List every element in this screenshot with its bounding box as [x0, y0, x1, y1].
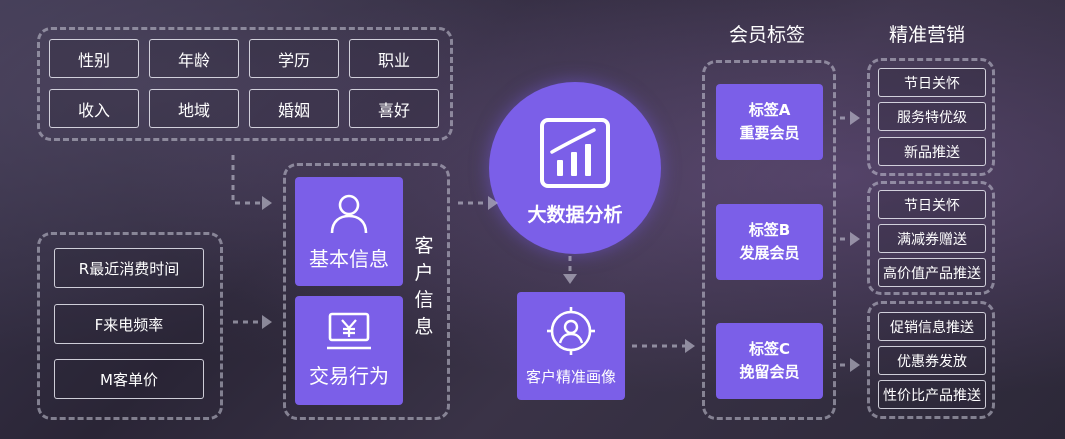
rfm-tag: F来电频率 [54, 304, 204, 344]
attribute-tag: 年龄 [149, 39, 239, 78]
member-tag-name: 重要会员 [739, 124, 800, 142]
marketing-frame-2 [867, 181, 995, 295]
marketing-item: 节日关怀 [878, 68, 986, 97]
attribute-tag: 性别 [49, 39, 139, 78]
marketing-item: 服务特优级 [878, 102, 986, 131]
attribute-tag: 喜好 [349, 89, 439, 128]
marketing-item: 新品推送 [878, 137, 986, 166]
marketing-item: 节日关怀 [878, 190, 986, 219]
rfm-frame [37, 232, 223, 420]
marketing-item: 促销信息推送 [878, 312, 986, 341]
yen-monitor-icon [327, 312, 371, 350]
member-tag-card: 标签B 发展会员 [716, 204, 823, 280]
rfm-tag: M客单价 [54, 359, 204, 399]
attribute-tag: 收入 [49, 89, 139, 128]
attribute-tag: 婚姻 [249, 89, 339, 128]
bar-chart-trend-icon [540, 117, 610, 188]
person-icon [330, 194, 368, 234]
member-tag-name: 发展会员 [739, 244, 800, 262]
transaction-card: 交易行为 [295, 296, 403, 405]
rfm-tag: R最近消费时间 [54, 248, 204, 288]
member-tag-card: 标签A 重要会员 [716, 84, 823, 160]
member-tag-name: 挽留会员 [739, 363, 800, 381]
attributes-frame [37, 27, 453, 141]
transaction-label: 交易行为 [309, 364, 389, 388]
marketing-item: 满减券赠送 [878, 224, 986, 253]
side-char: 信 [414, 289, 434, 311]
customer-info-side-label: 客 户 信 息 [411, 233, 437, 341]
marketing-frame-3 [867, 301, 995, 419]
member-tag-code: 标签B [748, 221, 791, 239]
attribute-tag: 职业 [349, 39, 439, 78]
marketing-item: 高价值产品推送 [878, 258, 986, 287]
attribute-tag: 地域 [149, 89, 239, 128]
big-data-label: 大数据分析 [527, 203, 623, 226]
member-tags-frame [702, 60, 836, 420]
customer-info-frame [283, 163, 450, 420]
side-char: 息 [414, 316, 434, 338]
basic-info-label: 基本信息 [309, 247, 389, 271]
member-tag-code: 标签C [748, 340, 790, 358]
marketing-item: 性价比产品推送 [878, 380, 986, 409]
member-tags-heading: 会员标签 [729, 24, 806, 46]
side-char: 户 [414, 262, 434, 284]
member-tag-card: 标签C 挽留会员 [716, 323, 823, 399]
customer-portrait-card: 客户精准画像 [517, 292, 625, 400]
marketing-item: 优惠券发放 [878, 346, 986, 375]
attribute-tag: 学历 [249, 39, 339, 78]
marketing-heading: 精准营销 [889, 24, 966, 46]
side-char: 客 [414, 235, 434, 257]
big-data-circle: 大数据分析 [489, 82, 661, 254]
basic-info-card: 基本信息 [295, 177, 403, 286]
marketing-frame-1 [867, 58, 995, 176]
user-target-icon [547, 306, 595, 355]
member-tag-code: 标签A [748, 101, 791, 119]
customer-portrait-label: 客户精准画像 [525, 367, 616, 386]
